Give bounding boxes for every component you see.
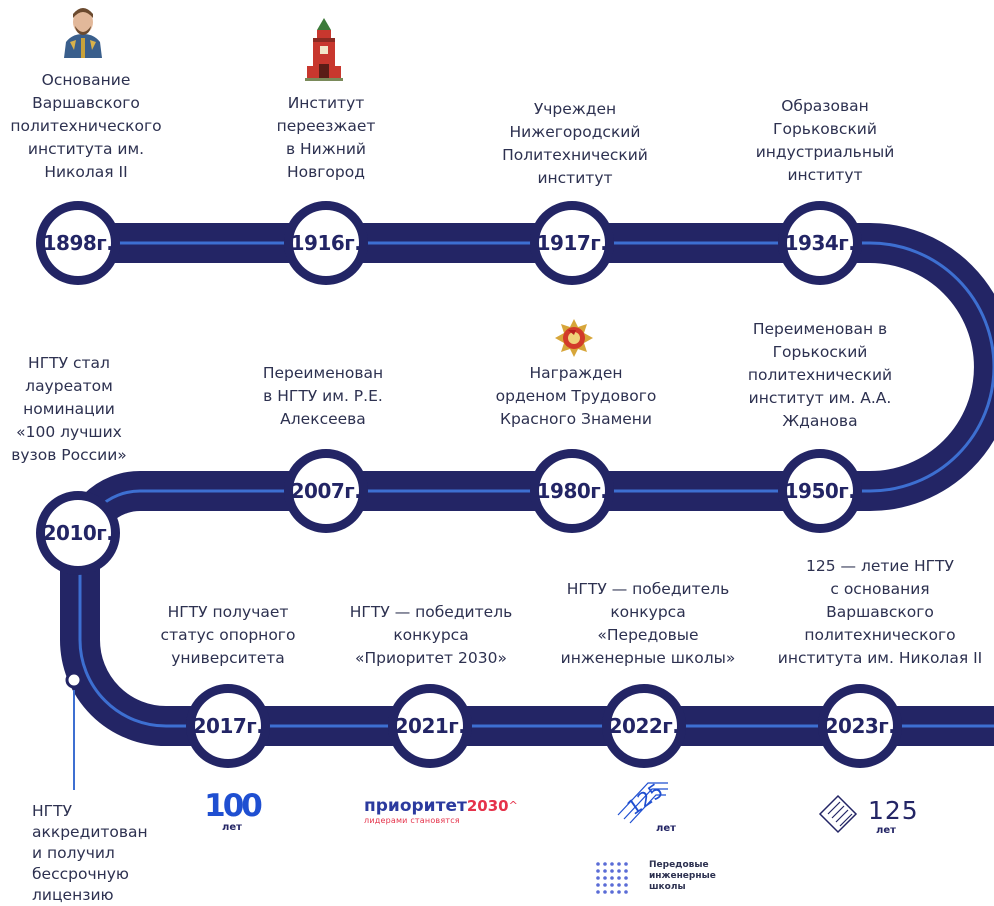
priority-year: 2030 bbox=[466, 797, 509, 815]
years-125-logo-b: 125 лет bbox=[818, 794, 928, 840]
accreditation-caption: НГТУ аккредитован и получил бессрочную л… bbox=[32, 802, 148, 904]
kremlin-tower-icon bbox=[305, 18, 343, 81]
priority-2030-logo: приоритет2030^ лидерами становятся bbox=[364, 796, 534, 826]
track-center-line bbox=[78, 241, 994, 728]
pish-dots-icon bbox=[596, 862, 628, 894]
caption-1950: Переименован в Горькоский политехнически… bbox=[747, 320, 893, 430]
caption-2017: НГТУ получает статус опорного университе… bbox=[160, 603, 296, 667]
year-node-1950: 1950г. bbox=[778, 449, 862, 533]
year-node-1934: 1934г. bbox=[778, 201, 862, 285]
caption-1917: Учрежден Нижегородский Политехнический и… bbox=[502, 100, 648, 187]
year-node-2017: 2017г. bbox=[186, 684, 270, 768]
year-node-2023: 2023г. bbox=[818, 684, 902, 768]
nicholas-ii-portrait-icon bbox=[62, 4, 104, 58]
caption-1916: Институт переезжает в Нижний Новгород bbox=[276, 94, 376, 181]
year-node-1980: 1980г. bbox=[530, 449, 614, 533]
priority-word: приоритет bbox=[364, 796, 467, 816]
caption-2023: 125 — летие НГТУ с основания Варшавского… bbox=[777, 557, 983, 667]
priority-tagline: лидерами становятся bbox=[364, 816, 460, 825]
years-125-sub-b: лет bbox=[876, 825, 896, 836]
year-node-2007: 2007г. bbox=[284, 449, 368, 533]
year-node-2010: 2010г. bbox=[36, 491, 120, 575]
years-125-number-b: 125 bbox=[868, 796, 919, 825]
hundred-years-sub: лет bbox=[222, 822, 242, 833]
pish-logo: Передовые инженерные школы bbox=[595, 858, 735, 902]
order-of-red-banner-icon bbox=[555, 319, 593, 357]
caption-1934: Образован Горьковский индустриальный инс… bbox=[755, 97, 895, 184]
year-node-1917: 1917г. bbox=[530, 201, 614, 285]
year-node-1916: 1916г. bbox=[284, 201, 368, 285]
years-125-emblem-a: 125 bbox=[617, 778, 668, 824]
priority-mark: ^ bbox=[508, 799, 518, 812]
years-125-logo-a: 125 лет bbox=[616, 775, 686, 835]
caption-1980: Награжден орденом Трудового Красного Зна… bbox=[495, 364, 657, 428]
year-node-2022: 2022г. bbox=[602, 684, 686, 768]
year-node-2021: 2021г. bbox=[388, 684, 472, 768]
caption-1898: Основание Варшавского политехнического и… bbox=[10, 71, 162, 181]
hundred-years-logo: 100 лет bbox=[200, 790, 264, 834]
accreditation-marker-dot bbox=[65, 671, 83, 689]
caption-2022: НГТУ — победитель конкурса «Передовые ин… bbox=[560, 580, 736, 667]
hundred-years-number: 100 bbox=[204, 788, 263, 824]
caption-2007: Переименован в НГТУ им. Р.Е. Алексеева bbox=[262, 364, 384, 428]
caption-2021: НГТУ — победитель конкурса «Приоритет 20… bbox=[349, 603, 513, 667]
years-125-emblem-b bbox=[818, 794, 858, 834]
year-node-1898: 1898г. bbox=[36, 201, 120, 285]
pish-text: Передовые инженерные школы bbox=[649, 860, 716, 892]
caption-2010: НГТУ стал лауреатом номинации «100 лучши… bbox=[11, 354, 127, 464]
years-125-sub-a: лет bbox=[656, 823, 676, 834]
